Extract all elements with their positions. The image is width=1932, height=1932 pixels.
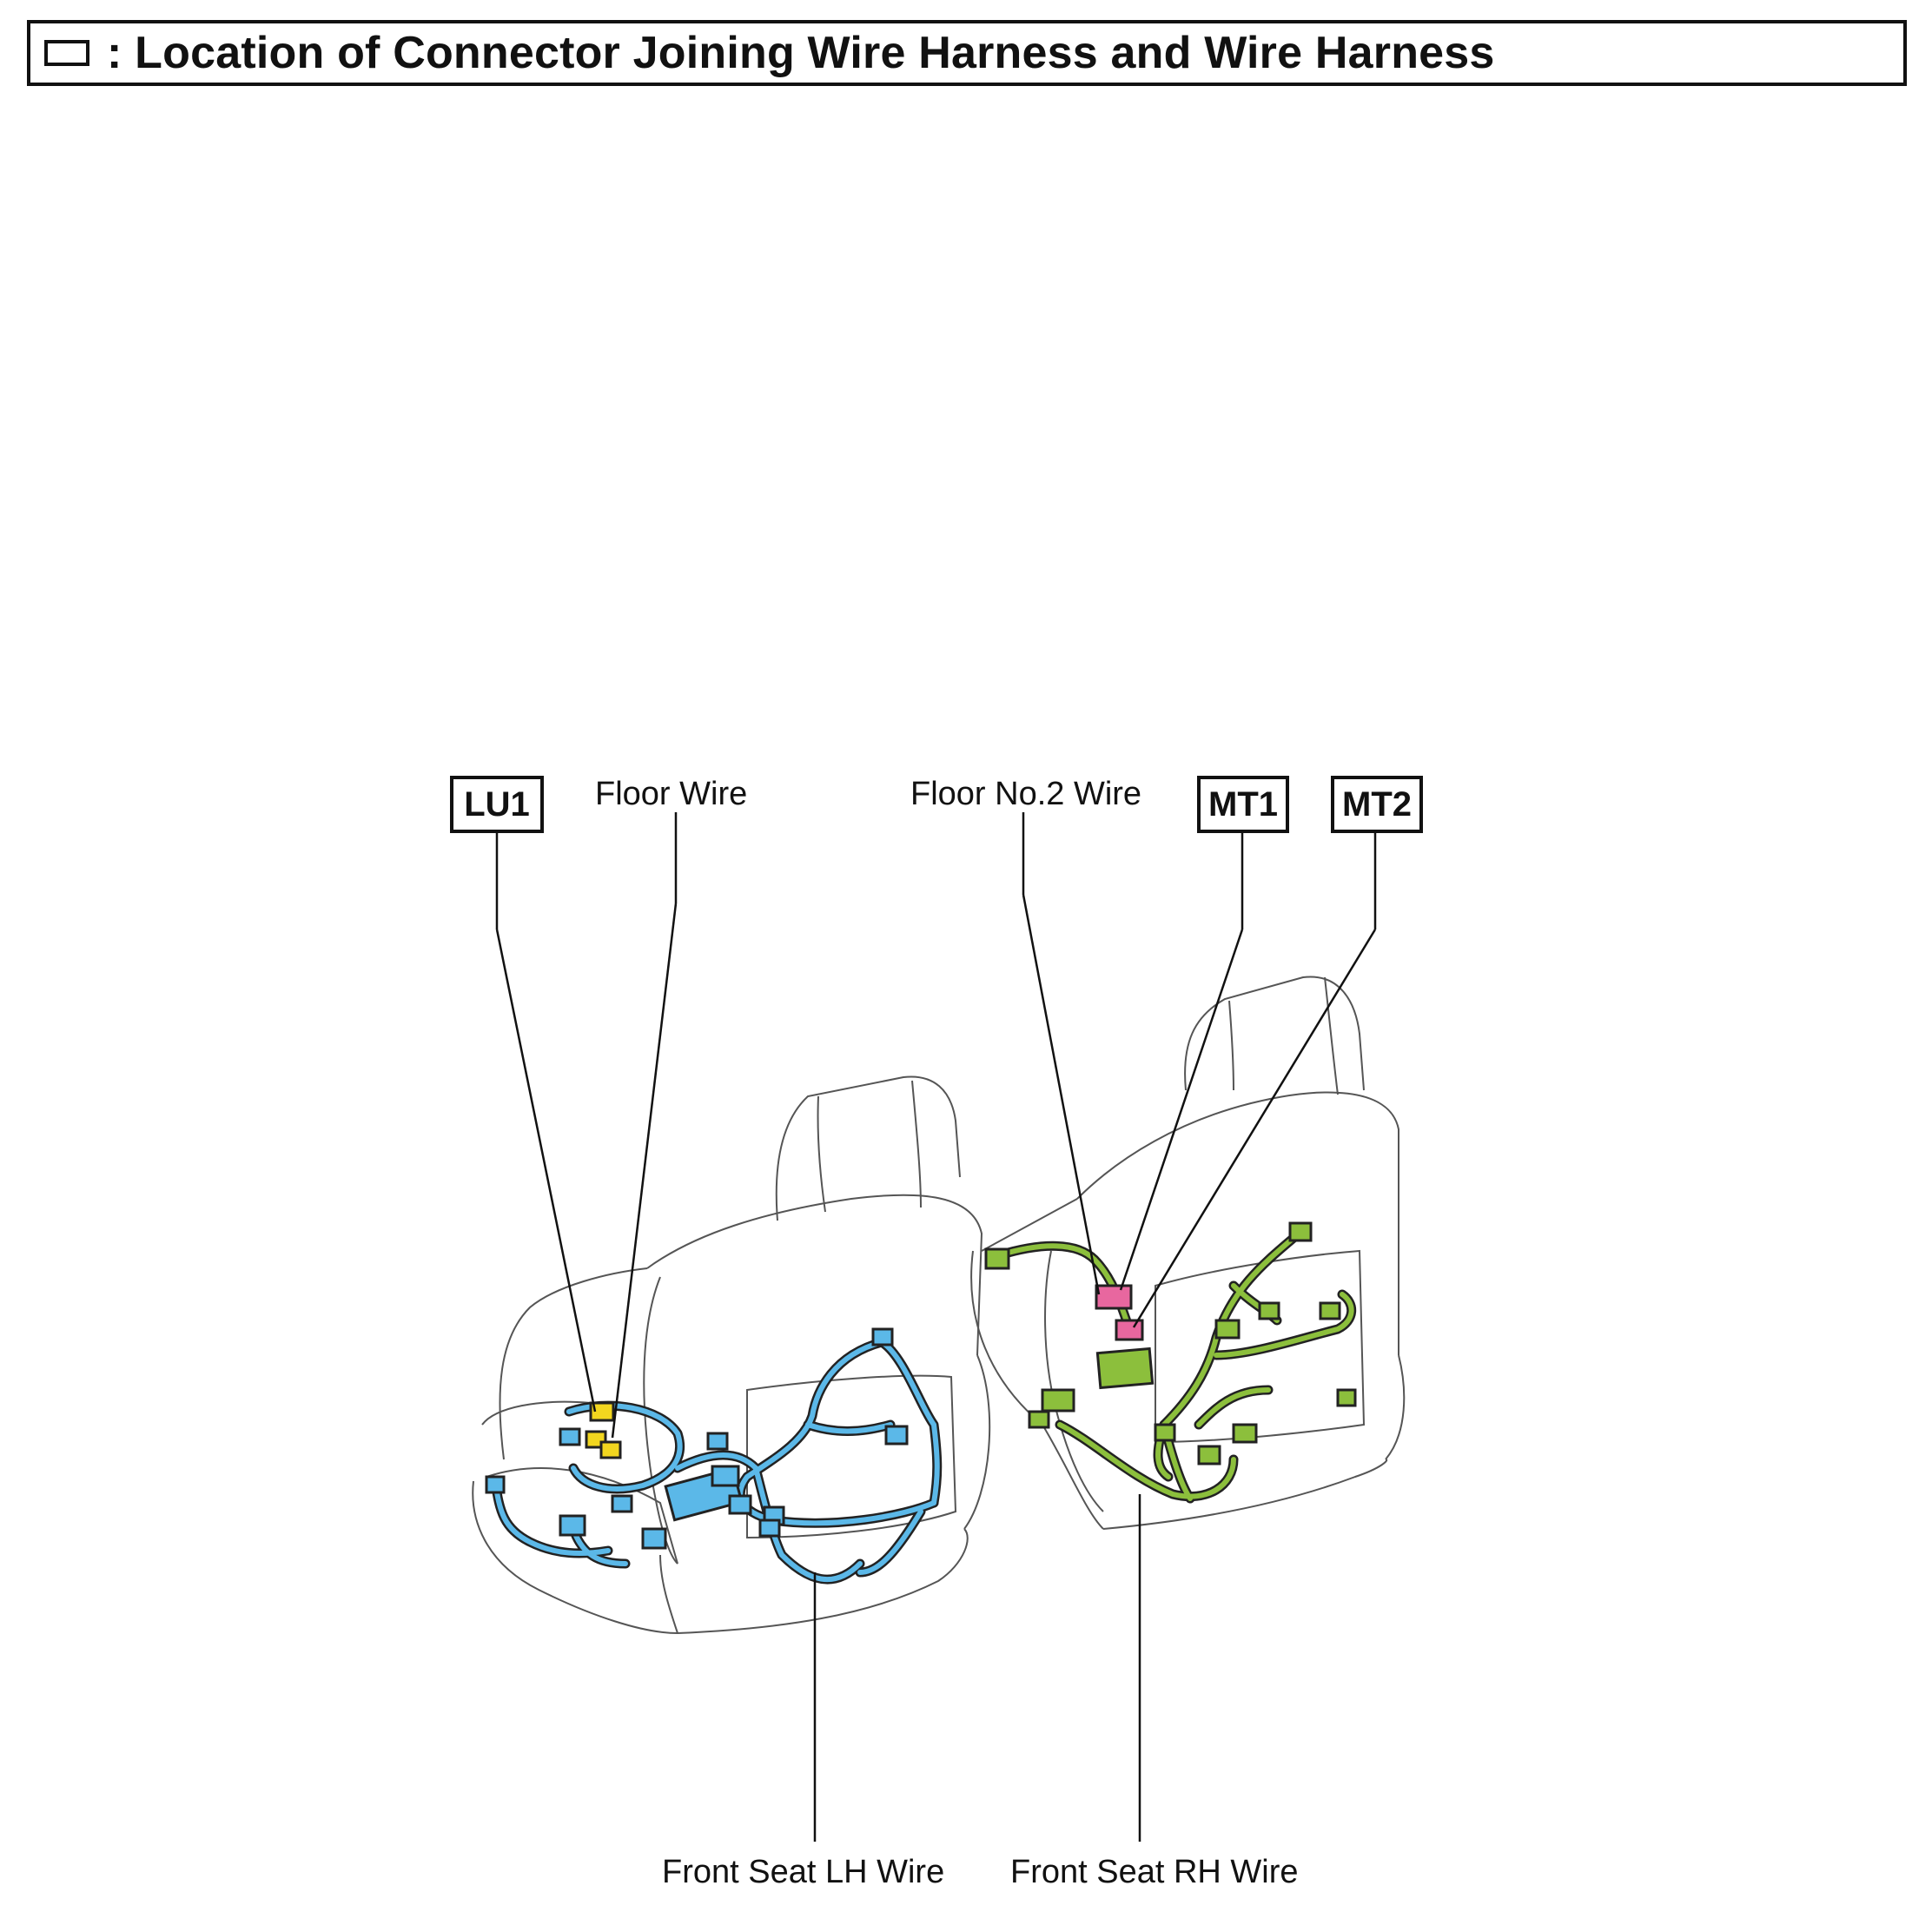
label-floor-wire: Floor Wire xyxy=(595,776,748,812)
title-bar: : Location of Connector Joining Wire Har… xyxy=(27,20,1907,86)
front-seat-rh-wire-harness-fill xyxy=(996,1231,1354,1501)
leader-lines xyxy=(495,812,1377,1842)
front-seat-lh-wire-harness-fill xyxy=(493,1340,940,1582)
right-seat-outline xyxy=(970,976,1406,1530)
page-title: : Location of Connector Joining Wire Har… xyxy=(107,28,1495,78)
label-front-seat-lh-wire: Front Seat LH Wire xyxy=(662,1854,945,1890)
left-seat-outline xyxy=(472,1075,991,1634)
front-seat-rh-wire-connectors xyxy=(984,1221,1357,1466)
connector-code-mt2: MT2 xyxy=(1331,776,1423,833)
front-seat-lh-wire-connectors xyxy=(485,1327,909,1550)
label-floor-no2-wire: Floor No.2 Wire xyxy=(910,776,1142,812)
connector-code-lu1: LU1 xyxy=(450,776,544,833)
connector-box-icon xyxy=(44,40,89,66)
label-front-seat-rh-wire: Front Seat RH Wire xyxy=(1010,1854,1299,1890)
floor-wire-connectors xyxy=(585,1401,622,1459)
connector-code-mt1: MT1 xyxy=(1197,776,1289,833)
floor-no2-wire-connectors xyxy=(1095,1284,1144,1341)
